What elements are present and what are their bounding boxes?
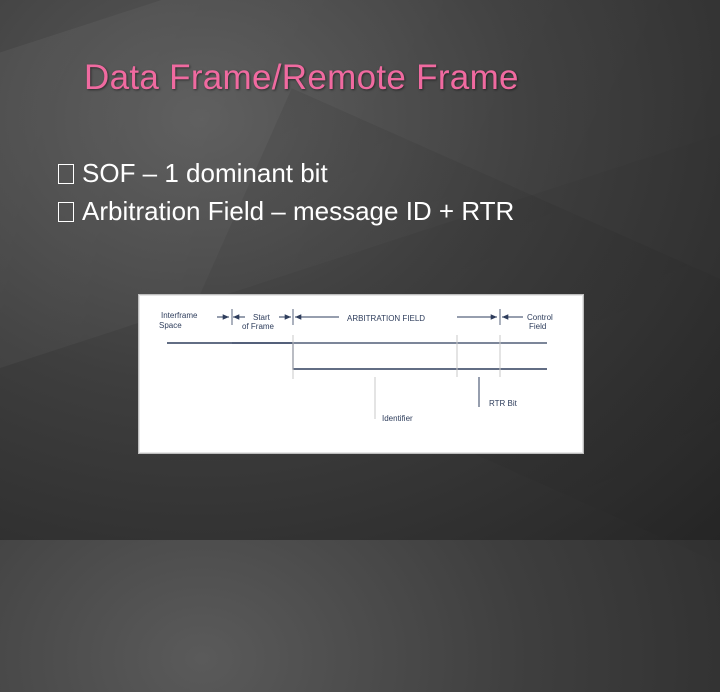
control-label-1: Control	[527, 313, 553, 322]
checkbox-bullet-icon	[58, 202, 74, 222]
can-frame-diagram-svg: Interframe Space Start of Frame ARBITRAT…	[159, 309, 553, 423]
bullet-text-arbitration: Arbitration Field – message ID + RTR	[82, 196, 515, 226]
checkbox-bullet-icon	[58, 164, 74, 184]
interframe-label-2: Space	[159, 321, 182, 330]
arbitration-label: ARBITRATION FIELD	[347, 314, 425, 323]
bullet-list: SOF – 1 dominant bit Arbitration Field –…	[58, 154, 514, 230]
identifier-label: Identifier	[382, 414, 413, 423]
bullet-item-sof: SOF – 1 dominant bit	[58, 154, 514, 192]
rtr-bit-label: RTR Bit	[489, 399, 518, 408]
control-label-2: Field	[529, 322, 546, 331]
can-frame-diagram: Interframe Space Start of Frame ARBITRAT…	[138, 294, 584, 454]
bullet-text-sof: SOF – 1 dominant bit	[82, 158, 328, 188]
signal-waveform-bus	[167, 342, 547, 370]
interframe-label-1: Interframe	[161, 311, 198, 320]
slide-title: Data Frame/Remote Frame	[84, 58, 519, 97]
start-label-1: Start	[253, 313, 271, 322]
bullet-item-arbitration: Arbitration Field – message ID + RTR	[58, 192, 514, 230]
start-label-2: of Frame	[242, 322, 275, 331]
